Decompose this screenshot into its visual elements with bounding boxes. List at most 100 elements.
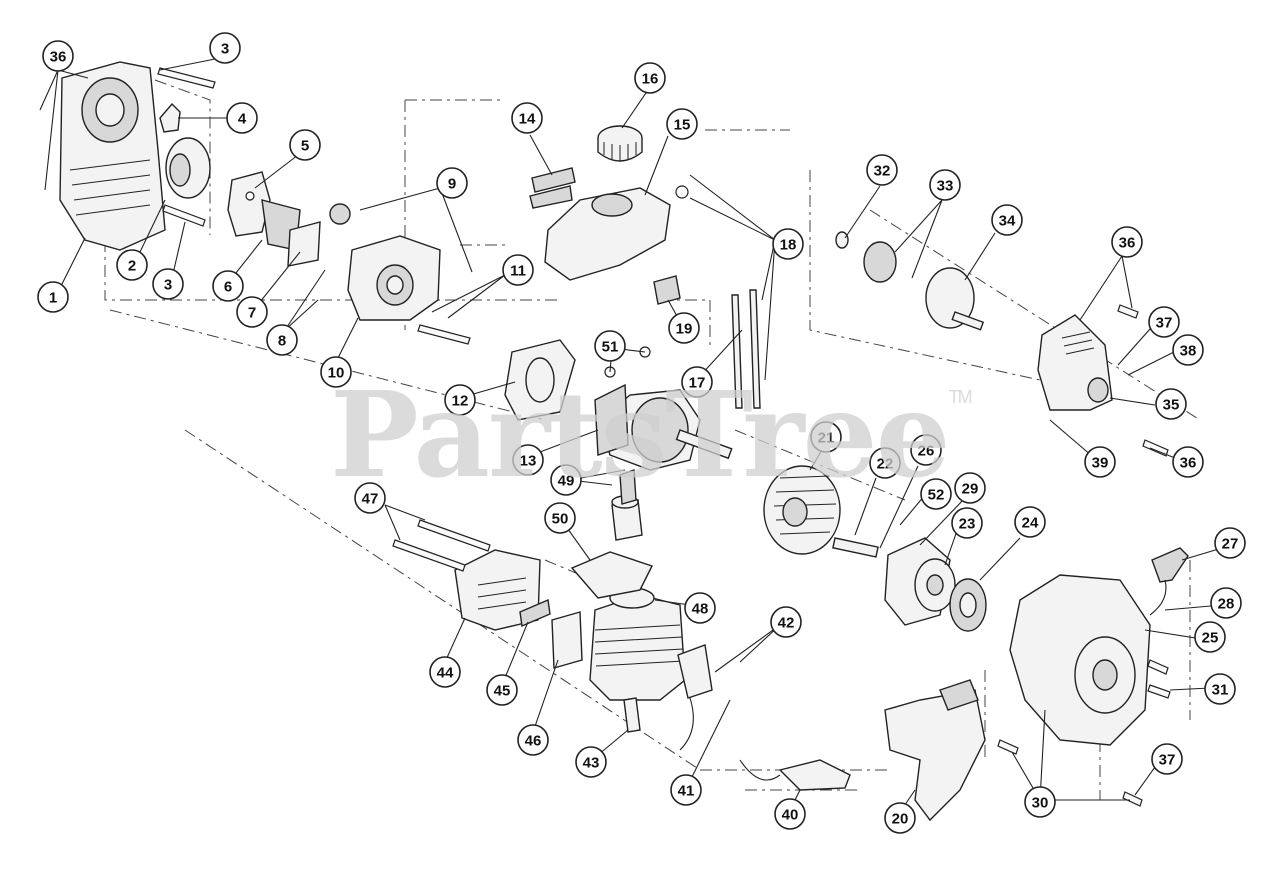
callout-circle bbox=[116, 249, 148, 281]
callout-45: 45 bbox=[486, 674, 518, 706]
callout-number: 42 bbox=[778, 615, 795, 632]
callout-number: 43 bbox=[583, 755, 600, 772]
callout-number: 51 bbox=[602, 339, 619, 356]
callout-circle bbox=[668, 312, 700, 344]
callout-circle bbox=[866, 154, 898, 186]
callout-number: 44 bbox=[437, 665, 454, 682]
callout-11: 11 bbox=[502, 254, 534, 286]
callout-52: 52 bbox=[920, 478, 952, 510]
callout-number: 17 bbox=[689, 375, 706, 392]
callout-circle bbox=[517, 724, 549, 756]
callout-circle bbox=[884, 802, 916, 834]
callout-circle bbox=[774, 798, 806, 830]
callout-27: 27 bbox=[1214, 527, 1246, 559]
callout-number: 40 bbox=[782, 807, 799, 824]
callout-number: 41 bbox=[678, 783, 695, 800]
callout-18: 18 bbox=[772, 228, 804, 260]
callout-49: 49 bbox=[550, 464, 582, 496]
callout-number: 32 bbox=[874, 163, 891, 180]
callout-circle bbox=[1111, 226, 1143, 258]
callout-circle bbox=[486, 674, 518, 706]
callout-number: 12 bbox=[452, 393, 469, 410]
callout-12: 12 bbox=[444, 384, 476, 416]
callout-circle bbox=[1204, 673, 1236, 705]
callout-circle bbox=[1194, 621, 1226, 653]
callout-circle bbox=[681, 366, 713, 398]
callout-25: 25 bbox=[1194, 621, 1226, 653]
callout-2: 2 bbox=[116, 249, 148, 281]
callout-17: 17 bbox=[681, 366, 713, 398]
callout-number: 39 bbox=[1092, 455, 1109, 472]
callout-number: 36 bbox=[1180, 455, 1197, 472]
callout-21: 21 bbox=[810, 421, 842, 453]
callout-40: 40 bbox=[774, 798, 806, 830]
callout-circle bbox=[266, 324, 298, 356]
callout-number: 37 bbox=[1156, 315, 1173, 332]
callout-circle bbox=[1024, 786, 1056, 818]
part-spark-arrestor bbox=[519, 598, 583, 669]
callout-number: 48 bbox=[692, 601, 709, 618]
part-tank-pad bbox=[529, 167, 576, 209]
callout-circle bbox=[226, 102, 258, 134]
part-flywheel bbox=[763, 465, 841, 555]
callout-29: 29 bbox=[954, 472, 986, 504]
part-carb-adapter bbox=[347, 235, 441, 321]
callout-number: 49 bbox=[558, 473, 575, 490]
callout-circle bbox=[1172, 334, 1204, 366]
callout-35: 35 bbox=[1155, 388, 1187, 420]
callout-36: 36 bbox=[1111, 226, 1143, 258]
callout-number: 15 bbox=[674, 117, 691, 134]
callout-34: 34 bbox=[991, 204, 1023, 236]
callout-51: 51 bbox=[594, 330, 626, 362]
callout-circle bbox=[444, 384, 476, 416]
callout-37: 37 bbox=[1151, 743, 1183, 775]
callout-circle bbox=[209, 32, 241, 64]
callout-number: 10 bbox=[328, 365, 345, 382]
part-spark-plug bbox=[623, 697, 641, 733]
callout-number: 14 bbox=[519, 111, 536, 128]
callout-1: 1 bbox=[37, 281, 69, 313]
part-clutch-shoes bbox=[863, 241, 897, 283]
callout-circle bbox=[575, 746, 607, 778]
callout-28: 28 bbox=[1210, 587, 1242, 619]
part-starter-pulley bbox=[884, 537, 956, 626]
callout-circle bbox=[920, 478, 952, 510]
callout-number: 34 bbox=[999, 213, 1016, 230]
callout-number: 22 bbox=[877, 456, 894, 473]
callout-circle bbox=[991, 204, 1023, 236]
callout-number: 3 bbox=[221, 41, 229, 58]
callout-26: 26 bbox=[910, 434, 942, 466]
callout-circle bbox=[1014, 506, 1046, 538]
part-choke-knob bbox=[159, 102, 181, 133]
callout-circle bbox=[1155, 388, 1187, 420]
callout-number: 18 bbox=[780, 237, 797, 254]
callout-circle bbox=[502, 254, 534, 286]
callout-circle bbox=[869, 447, 901, 479]
part-cylinder-gasket bbox=[570, 551, 653, 599]
callout-46: 46 bbox=[517, 724, 549, 756]
callout-47: 47 bbox=[354, 482, 386, 514]
callout-3: 3 bbox=[152, 268, 184, 300]
callout-circle bbox=[666, 108, 698, 140]
callout-number: 5 bbox=[301, 138, 309, 155]
callout-number: 29 bbox=[962, 481, 979, 498]
callout-circle bbox=[929, 169, 961, 201]
callout-14: 14 bbox=[511, 102, 543, 134]
callout-circle bbox=[436, 167, 468, 199]
part-mounting-bracket bbox=[884, 679, 986, 822]
part-starter-spring bbox=[949, 578, 987, 632]
callout-number: 16 bbox=[642, 71, 659, 88]
callout-circle bbox=[910, 434, 942, 466]
callout-number: 52 bbox=[928, 487, 945, 504]
callout-6: 6 bbox=[212, 270, 244, 302]
callout-number: 26 bbox=[918, 443, 935, 460]
callout-5: 5 bbox=[289, 129, 321, 161]
callout-number: 30 bbox=[1032, 795, 1049, 812]
callout-30: 30 bbox=[1024, 786, 1056, 818]
callout-circle bbox=[289, 129, 321, 161]
callout-number: 6 bbox=[224, 279, 232, 296]
callout-33: 33 bbox=[929, 169, 961, 201]
callout-circle bbox=[810, 421, 842, 453]
callout-number: 47 bbox=[362, 491, 379, 508]
